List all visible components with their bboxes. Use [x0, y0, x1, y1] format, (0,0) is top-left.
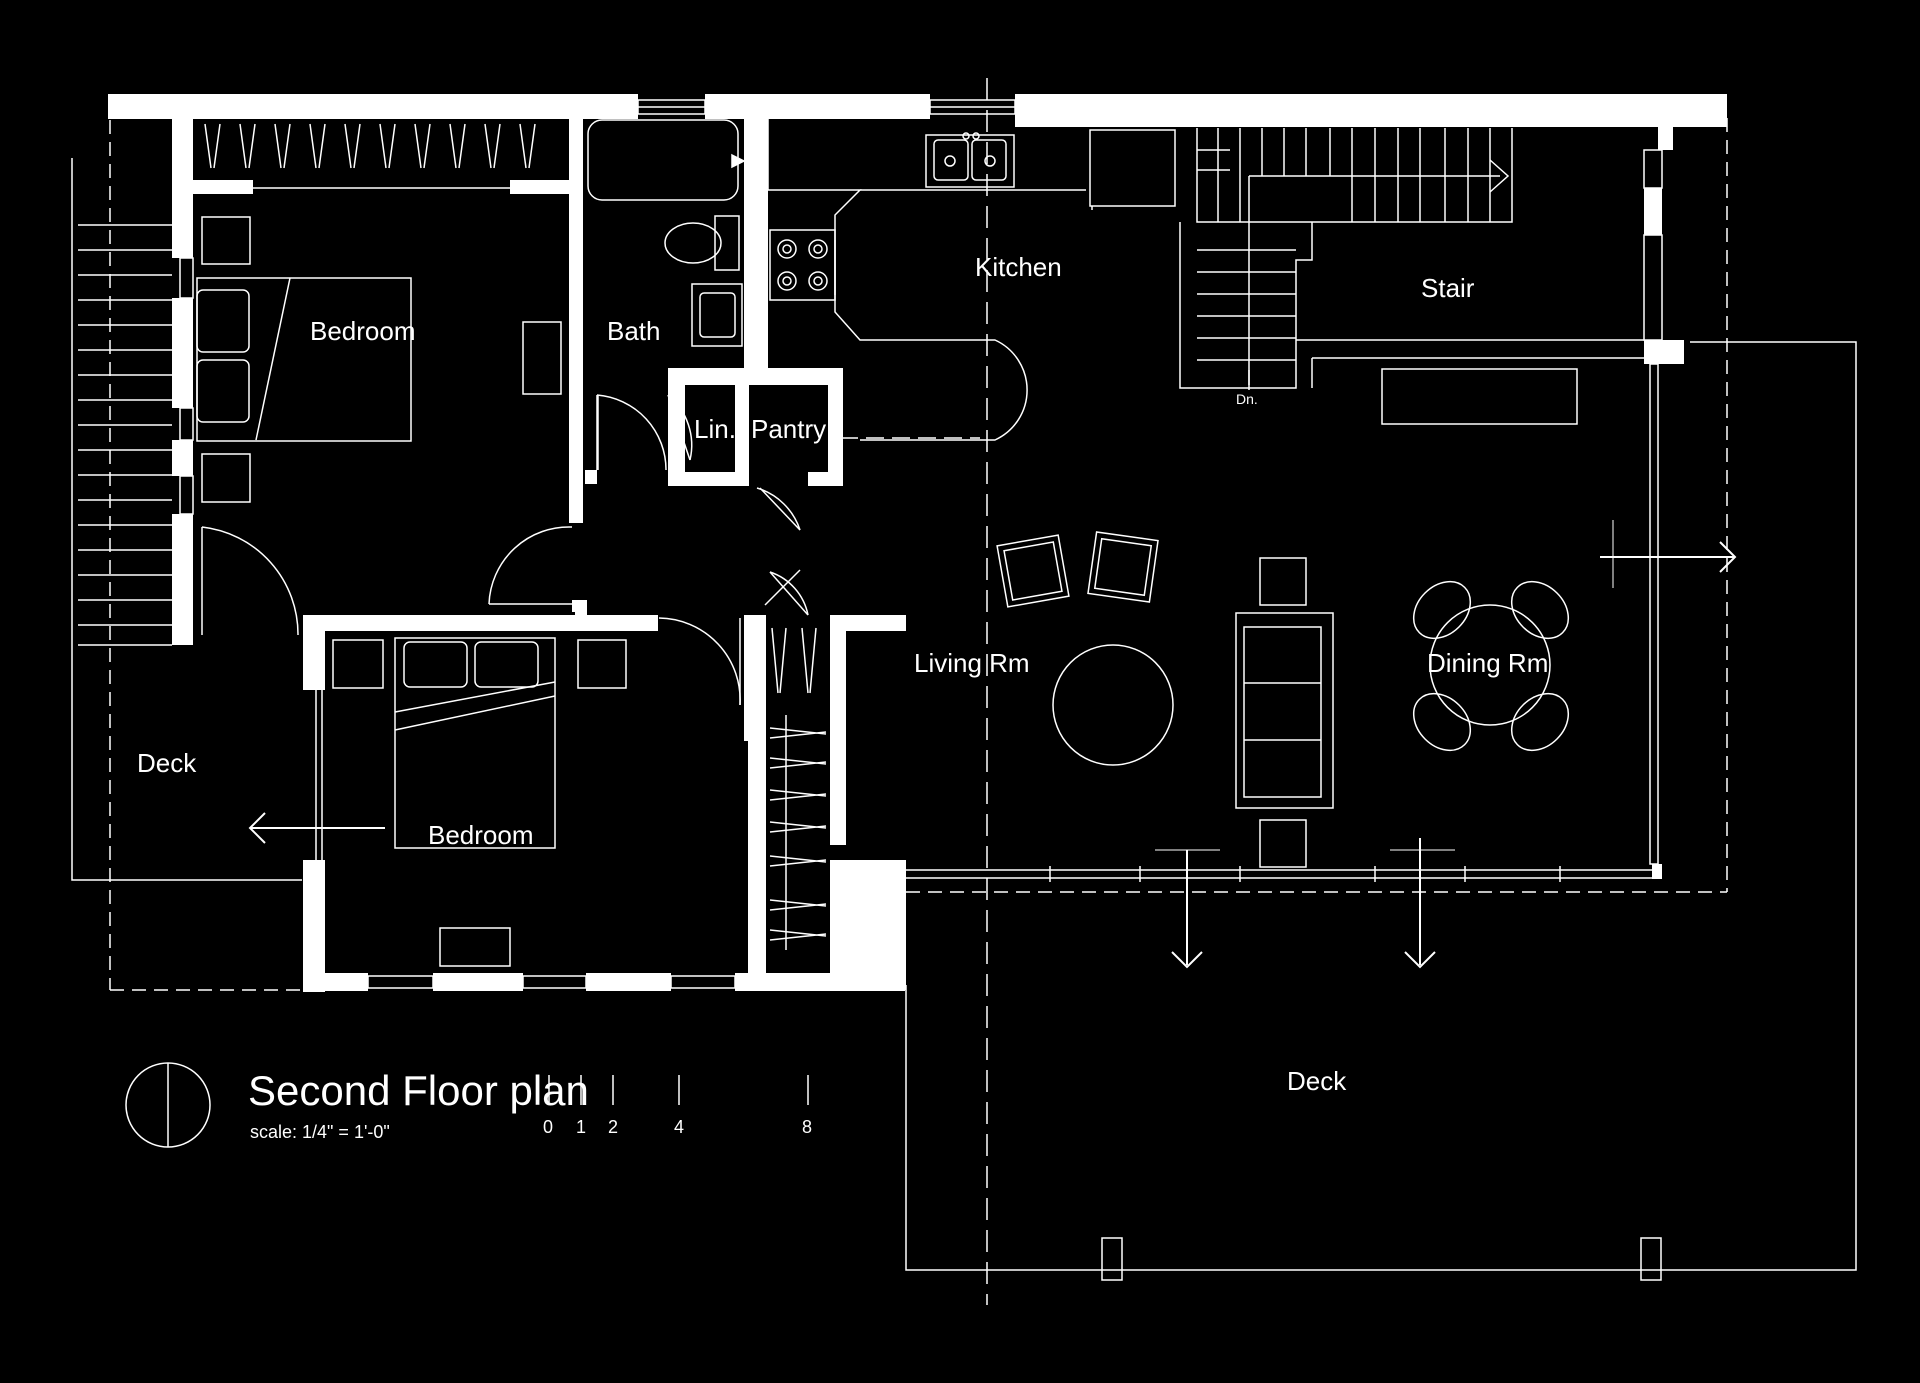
exterior-stair-left — [78, 224, 172, 646]
plan-title: Second Floor plan — [248, 1067, 589, 1114]
label-deck-left: Deck — [137, 748, 197, 778]
label-linen: Lin. — [694, 414, 736, 444]
scale-bar — [548, 1075, 809, 1105]
plan-scale: scale: 1/4" = 1'-0" — [250, 1122, 390, 1142]
scale-mark-8: 8 — [802, 1117, 812, 1137]
section-arrows — [248, 520, 1737, 969]
outline-lines — [71, 78, 1857, 1305]
label-stair: Stair — [1421, 273, 1475, 303]
fixtures — [196, 118, 1662, 1281]
label-kitchen: Kitchen — [975, 252, 1062, 282]
door-swings — [201, 394, 809, 706]
north-arrow — [125, 1062, 211, 1148]
label-bedroom-2: Bedroom — [428, 820, 534, 850]
label-living-room: Living Rm — [914, 648, 1030, 678]
windows — [179, 99, 1663, 989]
label-stair-down: Dn. — [1236, 391, 1258, 407]
walls — [108, 94, 1727, 992]
label-dining-room: Dining Rm — [1427, 648, 1548, 678]
scale-mark-4: 4 — [674, 1117, 684, 1137]
interior-stair — [1179, 128, 1644, 390]
room-labels: Bedroom Bath Lin. Pantry Kitchen Stair D… — [137, 252, 1548, 1096]
label-deck-bottom: Deck — [1287, 1066, 1347, 1096]
label-pantry: Pantry — [751, 414, 826, 444]
scale-mark-2: 2 — [608, 1117, 618, 1137]
label-bath: Bath — [607, 316, 661, 346]
scale-mark-1: 1 — [576, 1117, 586, 1137]
title-block: Second Floor plan scale: 1/4" = 1'-0" 0 … — [248, 1067, 812, 1142]
label-bedroom-1: Bedroom — [310, 316, 416, 346]
scale-mark-0: 0 — [543, 1117, 553, 1137]
